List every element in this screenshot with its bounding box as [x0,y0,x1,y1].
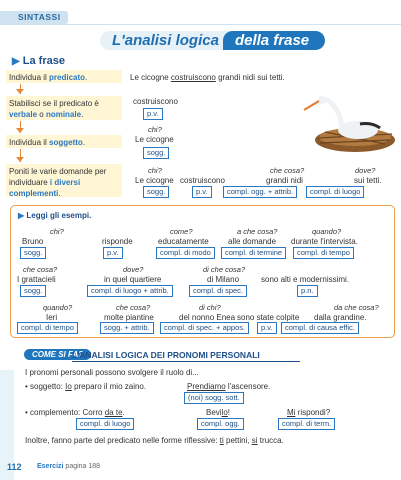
ex3-l: compl. di spec. + appos. [160,322,250,334]
section-tab: SINTASSI [0,11,68,24]
cs-line2-a: • complemento: Corro da te. [25,408,125,417]
ex3-l: p.v. [257,322,277,334]
come-si-fa-title: L'ANALISI LOGICA DEI PRONOMI PERSONALI [72,350,260,360]
ex2-l: compl. di luogo + attrib. [87,285,173,297]
ex3-w: Ieri [46,313,58,322]
step4-l3: compl. ogg. + attrib. [223,186,298,198]
ex3-w: sono state colpite [237,313,300,322]
ex3-w: del nonno Enea [179,313,236,322]
arrow-down-icon [20,149,21,162]
arrow-down-icon [20,121,21,133]
ex1-q: come? [170,227,193,236]
page-number: 112 [7,462,22,472]
step4-w3: grandi nidi [266,176,303,185]
step4-l4: compl. di luogo [306,186,365,198]
ex2-w: in quel quartiere [104,275,162,284]
step-box-2: Stabilisci se il predicato è verbale o n… [6,96,122,120]
cs-intro: I pronomi personali possono svolgere il … [25,368,199,377]
cs-line2-label1: compl. di luogo [76,418,135,430]
title-part2: della frase [222,31,326,50]
ex2-l: sogg. [20,285,47,297]
cs-line1-label: (noi) sogg. sott. [184,392,244,404]
cs-line2-label2: compl. ogg. [197,418,244,430]
exercise-link[interactable]: Esercizi pagina 188 [37,463,101,470]
triangle-icon: ▶ [12,56,20,67]
ex3-w: molte piantine [104,313,154,322]
arrow-head-icon [16,89,24,94]
title-rule [72,361,300,362]
step-box-4: Poniti le varie domande per individuare … [6,164,122,198]
step3-word: Le cicogne [135,135,174,144]
side-bar [0,370,14,480]
cs-outro: Inoltre, fanno parte del predicato nelle… [25,436,284,445]
ex1-w: educatamente [158,237,209,246]
triangle-icon: ▶ [18,211,25,220]
step4-q3: dove? [355,166,376,175]
ex2-l: p.n. [297,285,318,297]
ex2-q: dove? [123,265,144,274]
ex3-l: compl. di tempo [17,322,78,334]
step4-q1: chi? [148,166,162,175]
step2-word: costruiscono [133,97,178,106]
ex2-w: di Milano [207,275,240,284]
ex1-l: p.v. [103,247,123,259]
ex1-w: alle domande [228,237,277,246]
step-box-3: Individua il soggetto. [6,135,122,148]
ex2-l: compl. di spec. [189,285,248,297]
ex3-l: compl. di causa effic. [281,322,359,334]
ex2-q: di che cosa? [203,265,246,274]
step4-w2: costruiscono [180,176,225,185]
ex3-l: sogg. + attrib. [100,322,154,334]
ex1-q: a che cosa? [237,227,278,236]
ex1-w: durante l'intervista. [291,237,358,246]
title-part1: L'analisi logica [100,31,229,50]
cs-line2-label3: compl. di term. [278,418,336,430]
ex1-q: quando? [312,227,342,236]
arrow-head-icon [16,157,24,162]
examples-box [10,205,395,338]
ex1-l: compl. di termine [221,247,287,259]
step4-q2: che cosa? [270,166,305,175]
step2-label: p.v. [143,108,163,120]
ex3-w: dalla grandine. [314,313,367,322]
step4-w1: Le cicogne [135,176,174,185]
step3-question: chi? [148,125,162,134]
cs-line1-b: Prendiamo l'ascensore. [187,382,271,391]
cs-line2-b: Bevilo! [206,408,231,417]
cs-line2-c: Mi rispondi? [287,408,331,417]
ex1-w: risponde [102,237,133,246]
ex2-w: sono alti e modernissimi. [261,275,350,284]
ex3-q: che cosa? [116,303,151,312]
cs-line1-a: • soggetto: Io preparo il mio zaino. [25,382,147,391]
ex3-q: di chi? [199,303,221,312]
section-title: ▶ La frase [12,55,65,67]
ex1-l: compl. di tempo [293,247,354,259]
stork-nest-illustration [303,96,395,152]
ex1-w: Bruno [22,237,44,246]
come-si-fa-tab: COME SI FA? [24,349,92,360]
step3-label: sogg. [143,147,170,159]
arrow-head-icon [16,128,24,133]
step4-l2: p.v. [192,186,212,198]
ex3-q: da che cosa? [334,303,379,312]
header-rule [0,24,401,25]
step4-w4: sui tetti. [354,176,382,185]
step-box-1: Individua il predicato. [6,70,122,83]
ex2-q: che cosa? [23,265,58,274]
ex1-q: chi? [50,227,64,236]
ex1-l: sogg. [20,247,47,259]
ex1-l: compl. di modo [156,247,215,259]
example-sentence: Le cicogne costruiscono grandi nidi sui … [130,73,285,82]
ex2-w: I grattacieli [17,275,56,284]
examples-title: ▶ Leggi gli esempi. [18,211,92,220]
ex3-q: quando? [43,303,73,312]
step4-l1: sogg. [143,186,170,198]
